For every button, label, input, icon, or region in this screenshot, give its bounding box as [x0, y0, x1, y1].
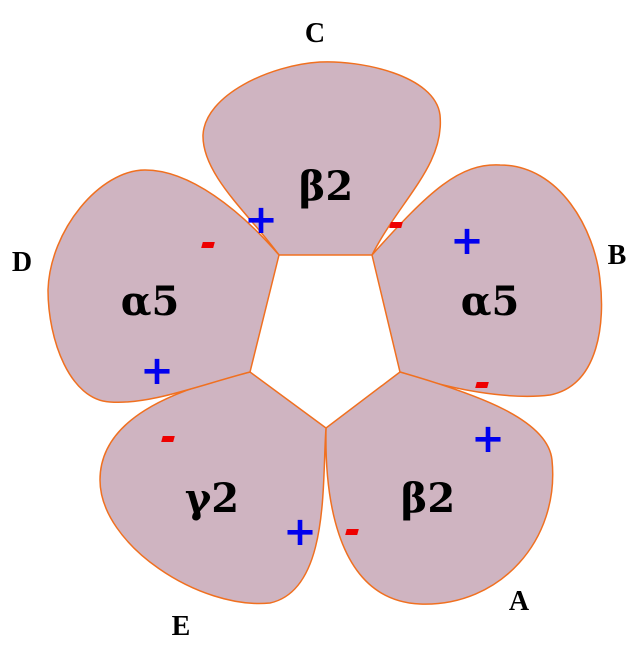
subunit-b — [371, 164, 603, 398]
subunit-d-label: α5 — [121, 278, 180, 325]
subunit-d — [47, 169, 280, 404]
subunit-c — [202, 61, 442, 256]
site-label-b: B — [608, 240, 627, 271]
minus-sign — [345, 529, 359, 535]
plus-sign: + — [140, 348, 174, 394]
minus-sign — [201, 242, 215, 248]
site-label-a: A — [509, 586, 530, 617]
minus-sign — [475, 382, 489, 388]
subunit-b-label: α5 — [461, 278, 520, 325]
subunit-a — [325, 371, 554, 605]
subunit-e — [99, 371, 327, 605]
minus-sign — [389, 222, 403, 228]
plus-sign: + — [244, 197, 278, 243]
plus-sign: + — [283, 509, 317, 555]
plus-sign: + — [471, 416, 505, 462]
minus-sign — [161, 436, 175, 442]
subunit-a-label: β2 — [401, 475, 455, 522]
plus-sign: + — [450, 218, 484, 264]
site-label-d: D — [12, 247, 32, 278]
site-label-c: C — [305, 18, 325, 49]
subunit-c-label: β2 — [299, 163, 353, 210]
site-label-e: E — [172, 611, 191, 642]
subunit-e-label: γ2 — [185, 475, 239, 522]
